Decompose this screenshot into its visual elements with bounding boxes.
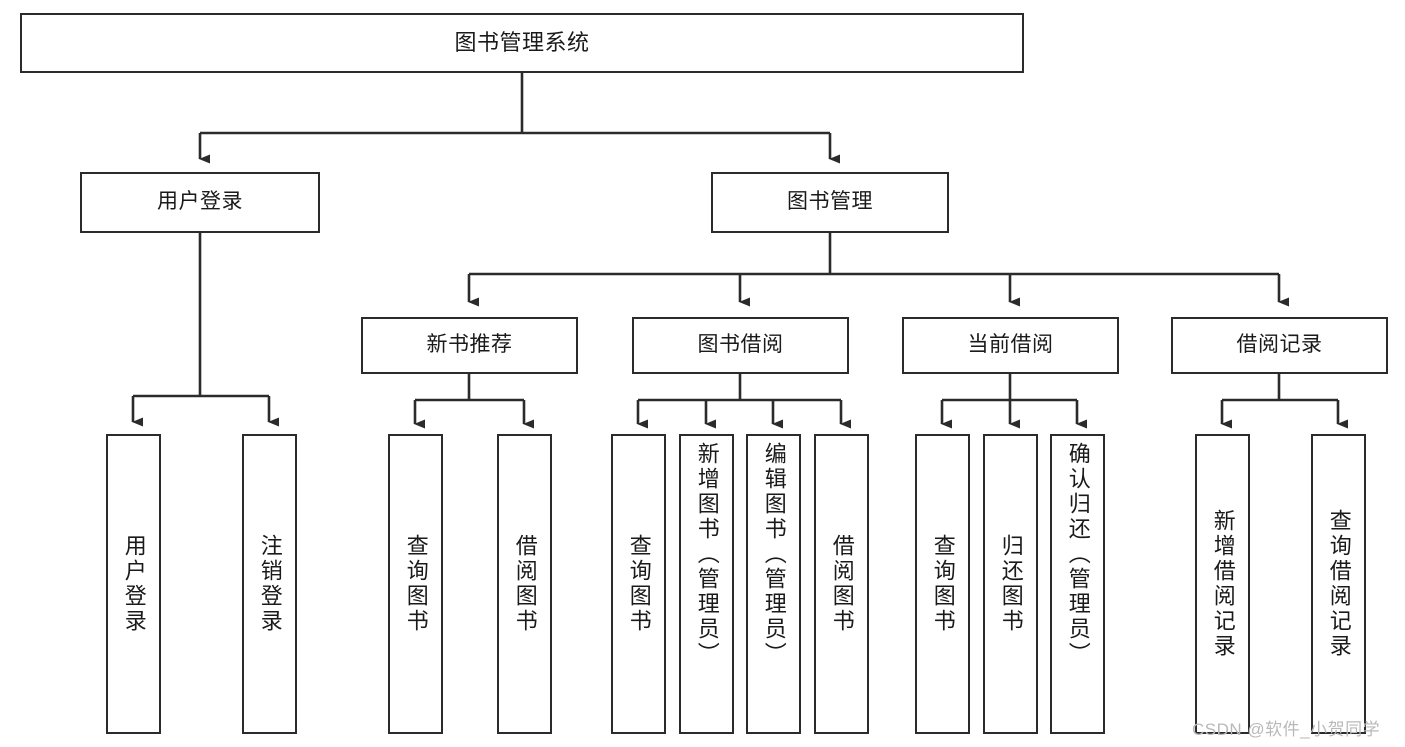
node-current-borrow[interactable]: 当前借阅 bbox=[902, 317, 1119, 374]
node-leaf-logout[interactable]: 注销登录 bbox=[242, 434, 297, 734]
node-leaf-edit-book-admin[interactable]: 编辑图书（管理员） bbox=[746, 434, 801, 734]
node-borrow-record-label: 借阅记录 bbox=[1236, 333, 1323, 357]
node-leaf-query-book-current-label: 查询图书 bbox=[930, 534, 956, 634]
node-leaf-query-book-rec-label: 查询图书 bbox=[403, 534, 429, 634]
node-book-manage[interactable]: 图书管理 bbox=[711, 172, 949, 233]
node-user-login[interactable]: 用户登录 bbox=[80, 172, 320, 233]
node-leaf-borrow-book[interactable]: 借阅图书 bbox=[814, 434, 869, 734]
csdn-watermark: CSDN @软件_小贺同学 bbox=[1192, 720, 1381, 739]
node-leaf-add-borrow-record-label: 新增借阅记录 bbox=[1210, 509, 1236, 659]
node-leaf-add-book-admin-label: 新增图书（管理员） bbox=[694, 442, 720, 667]
node-new-book-rec[interactable]: 新书推荐 bbox=[361, 317, 578, 374]
node-leaf-query-borrow-record-label: 查询借阅记录 bbox=[1326, 509, 1352, 659]
node-new-book-rec-label: 新书推荐 bbox=[426, 333, 513, 357]
node-borrow-record[interactable]: 借阅记录 bbox=[1171, 317, 1388, 374]
node-book-borrow-label: 图书借阅 bbox=[697, 333, 784, 357]
node-leaf-add-book-admin[interactable]: 新增图书（管理员） bbox=[679, 434, 734, 734]
node-leaf-edit-book-admin-label: 编辑图书（管理员） bbox=[761, 442, 787, 667]
node-book-manage-label: 图书管理 bbox=[787, 190, 873, 214]
node-leaf-user-login[interactable]: 用户登录 bbox=[106, 434, 161, 734]
node-leaf-query-book-borrow-label: 查询图书 bbox=[626, 534, 652, 634]
node-leaf-user-login-label: 用户登录 bbox=[121, 534, 147, 634]
node-current-borrow-label: 当前借阅 bbox=[967, 333, 1054, 357]
node-root[interactable]: 图书管理系统 bbox=[20, 13, 1024, 73]
node-leaf-borrow-book-rec[interactable]: 借阅图书 bbox=[497, 434, 552, 734]
node-leaf-logout-label: 注销登录 bbox=[257, 534, 283, 634]
node-leaf-borrow-book-rec-label: 借阅图书 bbox=[512, 534, 538, 634]
node-leaf-confirm-return-admin-label: 确认归还（管理员） bbox=[1065, 442, 1091, 667]
node-leaf-query-book-borrow[interactable]: 查询图书 bbox=[611, 434, 666, 734]
node-leaf-borrow-book-label: 借阅图书 bbox=[829, 534, 855, 634]
node-leaf-query-book-current[interactable]: 查询图书 bbox=[915, 434, 970, 734]
node-leaf-add-borrow-record[interactable]: 新增借阅记录 bbox=[1195, 434, 1250, 734]
node-user-login-label: 用户登录 bbox=[157, 190, 243, 214]
node-leaf-query-borrow-record[interactable]: 查询借阅记录 bbox=[1311, 434, 1366, 734]
node-leaf-return-book-label: 归还图书 bbox=[998, 534, 1024, 634]
node-leaf-query-book-rec[interactable]: 查询图书 bbox=[388, 434, 443, 734]
node-book-borrow[interactable]: 图书借阅 bbox=[632, 317, 849, 374]
node-leaf-confirm-return-admin[interactable]: 确认归还（管理员） bbox=[1050, 434, 1105, 734]
node-leaf-return-book[interactable]: 归还图书 bbox=[983, 434, 1038, 734]
node-root-label: 图书管理系统 bbox=[454, 30, 590, 56]
